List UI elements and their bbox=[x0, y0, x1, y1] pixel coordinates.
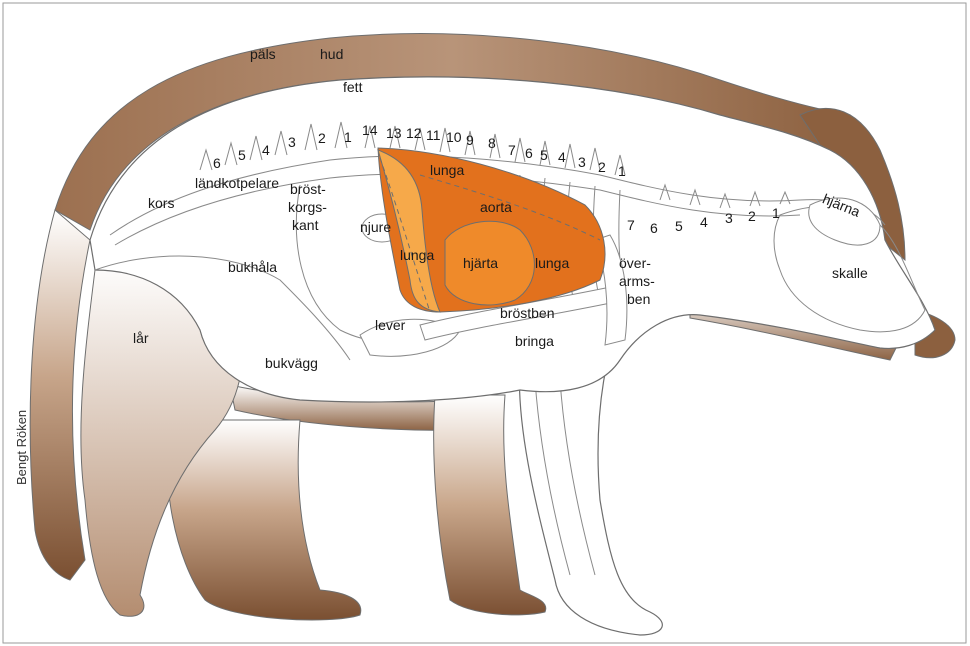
label-hjarta: hjärta bbox=[463, 255, 498, 271]
cervical-num-2: 6 bbox=[650, 220, 658, 236]
fur-rear-band bbox=[30, 210, 90, 580]
label-lever: lever bbox=[375, 317, 406, 333]
thoracic-num-2: 13 bbox=[386, 125, 402, 141]
photo-credit: Bengt Röken bbox=[14, 410, 29, 485]
label-lunga-right: lunga bbox=[535, 255, 569, 271]
lumbar-num-3: 4 bbox=[262, 142, 270, 158]
label-lar: lår bbox=[133, 330, 149, 346]
cervical-num-6: 2 bbox=[748, 208, 756, 224]
label-bringa: bringa bbox=[515, 333, 554, 349]
lumbar-num-2: 5 bbox=[238, 147, 246, 163]
cervical-num-1: 7 bbox=[627, 217, 635, 233]
label-landkotpelare: ländkotpelare bbox=[195, 175, 279, 191]
label-brostben: bröstben bbox=[500, 305, 554, 321]
cervical-num-3: 5 bbox=[675, 218, 683, 234]
cervical-num-4: 4 bbox=[700, 214, 708, 230]
thoracic-num-5: 10 bbox=[446, 129, 462, 145]
thoracic-num-4: 11 bbox=[426, 127, 441, 143]
lumbar-num-4: 3 bbox=[288, 134, 296, 150]
thoracic-num-8: 7 bbox=[508, 142, 516, 158]
label-brostkorgskant-1: bröst- bbox=[290, 181, 326, 197]
label-pals: päls bbox=[250, 46, 276, 62]
lumbar-num-1: 6 bbox=[213, 155, 221, 171]
label-aorta: aorta bbox=[480, 199, 512, 215]
thoracic-num-3: 12 bbox=[406, 125, 422, 141]
lumbar-num-6: 1 bbox=[344, 129, 352, 145]
label-overarmsben-3: ben bbox=[627, 291, 650, 307]
thoracic-num-9: 6 bbox=[525, 145, 533, 161]
cervical-num-5: 3 bbox=[725, 210, 733, 226]
label-kors: kors bbox=[148, 195, 174, 211]
label-lunga-left: lunga bbox=[400, 247, 434, 263]
label-brostkorgskant-2: korgs- bbox=[288, 199, 327, 215]
label-skalle: skalle bbox=[832, 265, 868, 281]
thoracic-num-12: 3 bbox=[578, 154, 586, 170]
label-lunga-top: lunga bbox=[430, 162, 464, 178]
label-hud: hud bbox=[320, 46, 343, 62]
label-bukhala: bukhåla bbox=[228, 259, 277, 275]
label-overarmsben-2: arms- bbox=[619, 273, 655, 289]
label-fett: fett bbox=[343, 79, 363, 95]
thoracic-num-14: 1 bbox=[618, 163, 626, 179]
label-njure: njure bbox=[360, 219, 391, 235]
thoracic-num-6: 9 bbox=[466, 132, 474, 148]
thoracic-num-1: 14 bbox=[362, 122, 378, 138]
thoracic-num-13: 2 bbox=[598, 159, 606, 175]
thoracic-num-7: 8 bbox=[488, 135, 496, 151]
front-leg-near bbox=[519, 350, 662, 635]
label-brostkorgskant-3: kant bbox=[292, 217, 319, 233]
lumbar-num-5: 2 bbox=[318, 130, 326, 146]
thoracic-num-10: 5 bbox=[540, 147, 548, 163]
label-overarmsben-1: över- bbox=[619, 255, 651, 271]
thoracic-num-11: 4 bbox=[558, 149, 566, 165]
label-bukvagg: bukvägg bbox=[265, 355, 318, 371]
cervical-num-7: 1 bbox=[772, 205, 780, 221]
